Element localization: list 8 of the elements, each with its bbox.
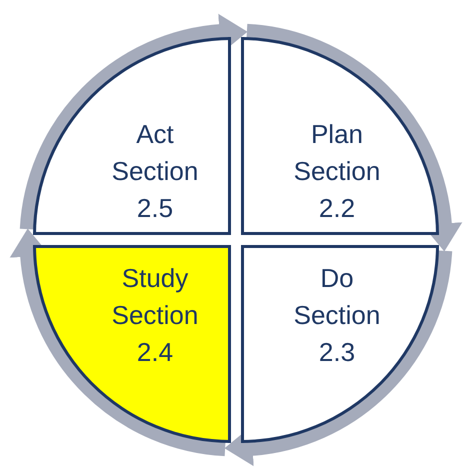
cycle-arrow — [224, 250, 452, 466]
quadrant-label: Act Section 2.5 — [110, 118, 200, 225]
quadrant-label: Study Section 2.4 — [110, 262, 200, 369]
quadrant-label: Do Section 2.3 — [292, 262, 382, 369]
cycle-arrow — [20, 14, 248, 230]
quadrant-label: Plan Section 2.2 — [292, 118, 382, 225]
cycle-arrow — [246, 24, 462, 252]
cycle-arrow — [10, 228, 226, 456]
